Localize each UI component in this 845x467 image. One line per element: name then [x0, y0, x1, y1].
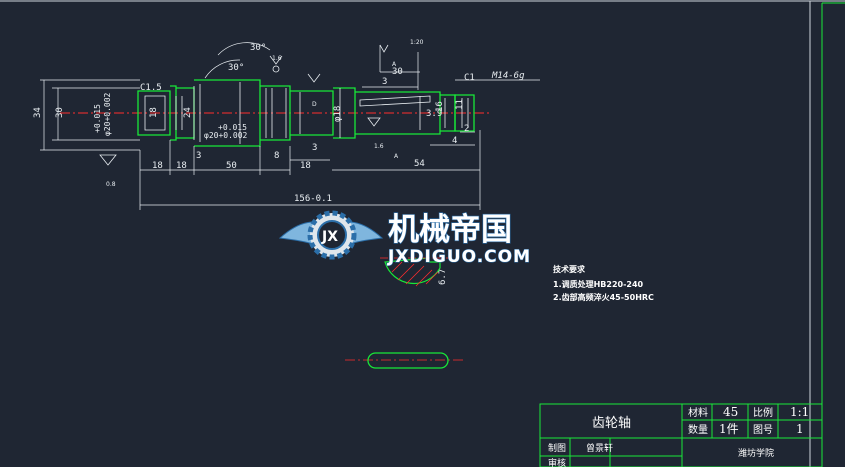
material-label: 材料: [688, 406, 708, 419]
roughness-1-6-top: 1.6: [272, 55, 282, 62]
dim-8: 8: [274, 151, 279, 161]
dim-angle-30-b: 30°: [250, 43, 266, 53]
keyway-top-view: [345, 352, 465, 369]
dim-angle-30-a: 30°: [228, 63, 244, 73]
keyway-section-view: [380, 257, 450, 287]
drawing-no-label: 图号: [753, 424, 773, 436]
drawn-by-label: 制图: [548, 442, 566, 454]
dim-18-b: 18: [176, 161, 187, 171]
watermark-badge: JX: [321, 229, 338, 245]
quantity-value: 1件: [719, 422, 739, 436]
dim-30-right: 30: [392, 67, 403, 77]
dimension-lines: [40, 42, 540, 210]
dim-3-right: 3: [382, 77, 387, 87]
dim-c1: C1: [464, 73, 475, 83]
dim-c15: C1.5: [140, 83, 162, 93]
dim-3-b: 3: [196, 151, 201, 161]
dim-11: 11: [455, 99, 465, 110]
dim-18-c: 18: [300, 161, 311, 171]
dim-4: 4: [452, 136, 457, 146]
tech-req-title: 技术要求: [553, 264, 586, 274]
reviewed-label: 审核: [548, 457, 566, 467]
datum-a-top: A: [392, 61, 397, 68]
datum-d: D: [312, 101, 317, 108]
dim-18-a: 18: [152, 161, 163, 171]
dim-24: 24: [183, 107, 193, 118]
scale-value: 1:1: [790, 405, 809, 419]
dim-30: 30: [55, 107, 65, 118]
right-dimension-texts: 1:20 30 3 A C1 M14-6g D φ18 3.9 11 16 6.…: [312, 39, 525, 285]
dim-phi20-mid: φ20+0.002: [204, 131, 248, 140]
dim-50: 50: [226, 161, 237, 171]
watermark-url: JXDIGUO.COM: [387, 247, 531, 267]
dim-2: 2: [464, 124, 469, 134]
dim-3-a: 3: [312, 143, 317, 153]
dim-phi20-left: φ20+0.002: [103, 92, 112, 136]
watermark-title: 机械帝国: [388, 212, 512, 248]
dim-18-dia: 18: [149, 107, 159, 118]
drawing-no-value: 1: [796, 422, 804, 436]
school-name: 潍坊学院: [738, 447, 774, 459]
tech-req-item-1: 1.调质处理HB220-240: [553, 279, 644, 289]
drawn-by-value: 曾景轩: [586, 442, 613, 454]
dim-tol-upper-left: +0.015: [93, 104, 102, 133]
dim-16: 16: [435, 101, 445, 112]
part-name: 齿轮轴: [592, 416, 631, 431]
taper-1-20: 1:20: [410, 39, 424, 46]
title-block: [539, 403, 823, 467]
bottom-dimension-texts: 18 18 50 8 18 3 3 54 4 2 156-0.1 0.8 1.6…: [106, 124, 469, 204]
technical-requirements: 技术要求 1.调质处理HB220-240 2.齿部高频淬火45-50HRC: [553, 264, 654, 302]
dim-phi18: φ18: [333, 106, 343, 122]
dim-54: 54: [414, 159, 425, 169]
roughness-0-8: 0.8: [106, 181, 116, 188]
left-dimension-texts: 34 30 C1.5 18 24 +0.015 φ20+0.002 +0.015…: [33, 43, 282, 140]
dim-thread-m14: M14-6g: [491, 71, 525, 81]
title-block-texts: 齿轮轴 材料 45 比例 1:1 数量 1件 图号 1 制图 曾景轩 审核 潍坊…: [548, 405, 809, 467]
dim-6-7: 6.7: [438, 269, 448, 285]
shaft-outline: [137, 79, 475, 147]
watermark-logo: JX 机械帝国 JXDIGUO.COM: [278, 210, 531, 268]
dim-tol-upper-mid: +0.015: [218, 123, 247, 132]
dim-3-9: 3.9: [426, 109, 442, 119]
scale-label: 比例: [753, 406, 773, 419]
dim-34: 34: [33, 107, 43, 118]
roughness-1-6-bottom: 1.6: [374, 143, 384, 150]
dim-overall-length: 156-0.1: [294, 194, 332, 204]
quantity-label: 数量: [688, 423, 708, 436]
datum-a-bottom: A: [394, 153, 399, 160]
surface-finish-symbols: [99, 44, 389, 166]
material-value: 45: [723, 405, 738, 419]
shaft-detail-lines: [144, 82, 469, 144]
tech-req-item-2: 2.齿部高频淬火45-50HRC: [553, 292, 654, 302]
